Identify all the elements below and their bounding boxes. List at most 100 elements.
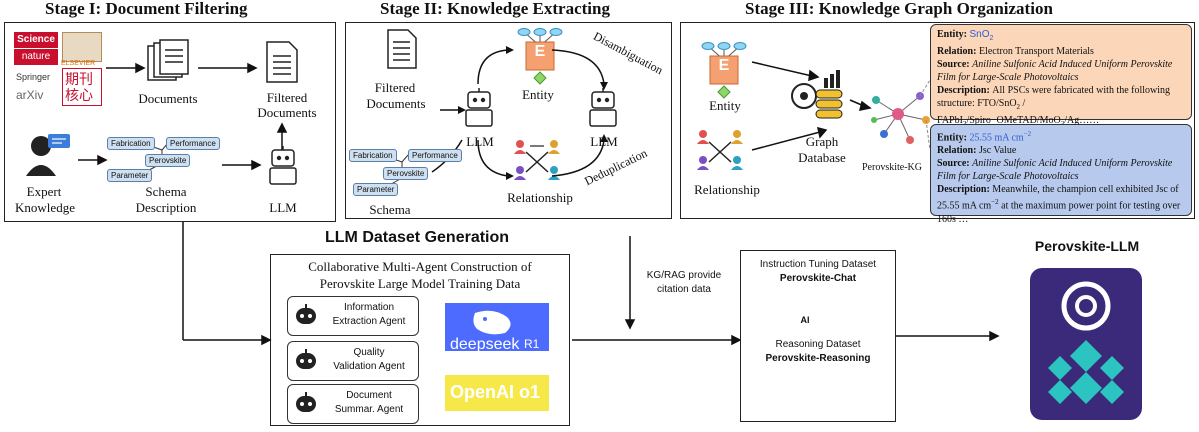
agent3-line1: Document	[346, 390, 392, 401]
card2-desc-key: Description	[937, 184, 987, 196]
stage2-title: Stage II: Knowledge Extracting	[380, 0, 610, 18]
graph-database-icon	[791, 70, 843, 119]
stage3-title: Stage III: Knowledge Graph Organization	[745, 0, 1053, 18]
expert-label-2: Knowledge	[15, 200, 75, 215]
agent2-line2: Validation Agent	[333, 361, 405, 372]
filtered-document-icon-2	[387, 29, 417, 69]
relationship-label-3: Relationship	[694, 182, 760, 197]
instruction-tuning-label: Instruction Tuning Dataset	[759, 259, 877, 270]
agent1-line1: Information	[343, 302, 395, 313]
schema-tag-performance: Performance	[166, 137, 220, 150]
nature-logo: nature	[14, 49, 58, 65]
filtered-label-2: Documents	[257, 105, 317, 120]
schema-tag-perovskite: Perovskite	[145, 154, 191, 167]
filtered-docs-label-1: Filtered	[374, 80, 416, 95]
kg-rag-label-2: citation data	[657, 284, 711, 295]
perovskite-llm-logo	[1030, 268, 1142, 420]
relationship-label: Relationship	[507, 190, 573, 205]
filtered-docs-label-2: Documents	[366, 96, 426, 111]
card1-source-key: Source	[937, 59, 967, 70]
card1-relation-value: Electron Transport Materials	[978, 46, 1094, 57]
ai-text: AI	[800, 315, 810, 325]
entity-letter-e: E	[534, 43, 546, 60]
stage2-arrows	[431, 49, 605, 177]
dataset-title: LLM Dataset Generation	[325, 229, 510, 246]
card1-entity-key: Entity	[937, 29, 964, 40]
deepseek-whale-icon	[445, 303, 549, 351]
stage1-arrows	[78, 62, 288, 171]
stage3-arrows	[751, 61, 872, 151]
schema-tag-fabrication: Fabrication	[107, 137, 155, 150]
expert-label-1: Expert	[26, 184, 62, 199]
openai-label: OpenAI o1	[450, 382, 541, 402]
card1-relation-key: Relation	[937, 46, 974, 57]
documents-label: Documents	[138, 91, 198, 106]
robot-icon-llm-right	[589, 88, 617, 127]
arxiv-logo: arXiv	[16, 88, 44, 102]
schema-label-2: Description	[135, 200, 197, 215]
perovskite-reasoning-label: Perovskite-Reasoning	[765, 353, 871, 364]
graph-db-label-1: Graph	[805, 134, 839, 149]
chinese-journal-logo: 期刊 核心	[62, 68, 102, 106]
documents-stack-icon	[147, 39, 189, 81]
schema2-tag-parameter: Parameter	[353, 183, 399, 196]
stage2-arrowheads	[458, 46, 608, 180]
agent2-line1: Quality	[353, 347, 385, 358]
agent1-line2: Extraction Agent	[332, 316, 406, 327]
card2-relation-value: Jsc Value	[978, 145, 1017, 157]
entity-letter-e-3: E	[718, 57, 730, 74]
expert-icon	[26, 134, 70, 176]
relationship-icon	[514, 140, 560, 180]
kg-card-entity-jsc: Entity: 25.55 mA cm−2 Relation: Jsc Valu…	[930, 124, 1192, 225]
agent-robot-icon-2	[296, 349, 316, 369]
schema2-tag-perovskite: Perovskite	[383, 167, 429, 180]
filtered-document-icon	[266, 41, 298, 83]
dataset-heading-1: Collaborative Multi-Agent Construction o…	[308, 259, 532, 274]
schema-tag-parameter: Parameter	[107, 169, 153, 182]
reasoning-dataset-label: Reasoning Dataset	[775, 339, 861, 350]
perovskite-kg-label: Perovskite-KG	[862, 162, 922, 173]
entity-icon-3	[701, 42, 747, 99]
filtered-label-1: Filtered	[266, 90, 308, 105]
robot-icon	[269, 146, 297, 185]
entity-label: Entity	[522, 87, 554, 102]
robot-icon-llm-left	[465, 88, 493, 127]
kg-card-entity-sno2: Entity: SnO2 Relation: Electron Transpor…	[930, 24, 1192, 128]
card1-desc-key: Description	[937, 85, 987, 96]
card2-desc-value: Meanwhile, the champion cell exhibited J…	[937, 184, 1179, 212]
instruction-dataset-panel	[740, 250, 896, 422]
entity-label-3: Entity	[709, 98, 741, 113]
elsevier-logo: ELSEVIER	[61, 60, 96, 67]
card1-entity-value: SnO	[969, 29, 990, 40]
main-flow-arrows	[182, 222, 1000, 346]
schema2-tag-fabrication: Fabrication	[349, 149, 397, 162]
science-logo: Science	[14, 32, 58, 48]
llm-left-label: LLM	[466, 134, 494, 149]
schema-label: Schema	[369, 202, 411, 217]
publisher-logos: Science nature ELSEVIER Springer arXiv 期…	[14, 32, 102, 106]
elsevier-tree-icon	[62, 32, 102, 62]
llm-label: LLM	[269, 200, 297, 215]
card2-source-key: Source	[937, 158, 967, 170]
card2-relation-key: Relation	[937, 145, 974, 157]
card1-desc-value: All PSCs were fabricated with the follow…	[937, 85, 1171, 109]
perovskite-llm-title: Perovskite-LLM	[1034, 238, 1140, 254]
card2-source-value: Aniline Sulfonic Acid Induced Uniform Pe…	[937, 158, 1173, 183]
kg-card-connectors	[919, 79, 931, 151]
springer-logo: Springer	[16, 72, 51, 82]
deepseek-label: deepseek	[450, 336, 520, 353]
schema-label-1: Schema	[145, 184, 187, 199]
stage1-title: Stage I: Document Filtering	[45, 0, 248, 18]
entity-icon	[517, 28, 563, 85]
perovskite-chat-label: Perovskite-Chat	[779, 273, 857, 284]
agent-robot-icon-1	[296, 304, 316, 324]
relationship-icon-3	[697, 130, 743, 170]
deepseek-r1-label: R1	[524, 337, 540, 351]
dataset-heading-2: Perovskite Large Model Training Data	[319, 276, 521, 291]
schema2-tag-performance: Performance	[408, 149, 462, 162]
graph-db-label-2: Database	[798, 150, 846, 165]
card1-source-value: Aniline Sulfonic Acid Induced Uniform Pe…	[937, 59, 1173, 83]
